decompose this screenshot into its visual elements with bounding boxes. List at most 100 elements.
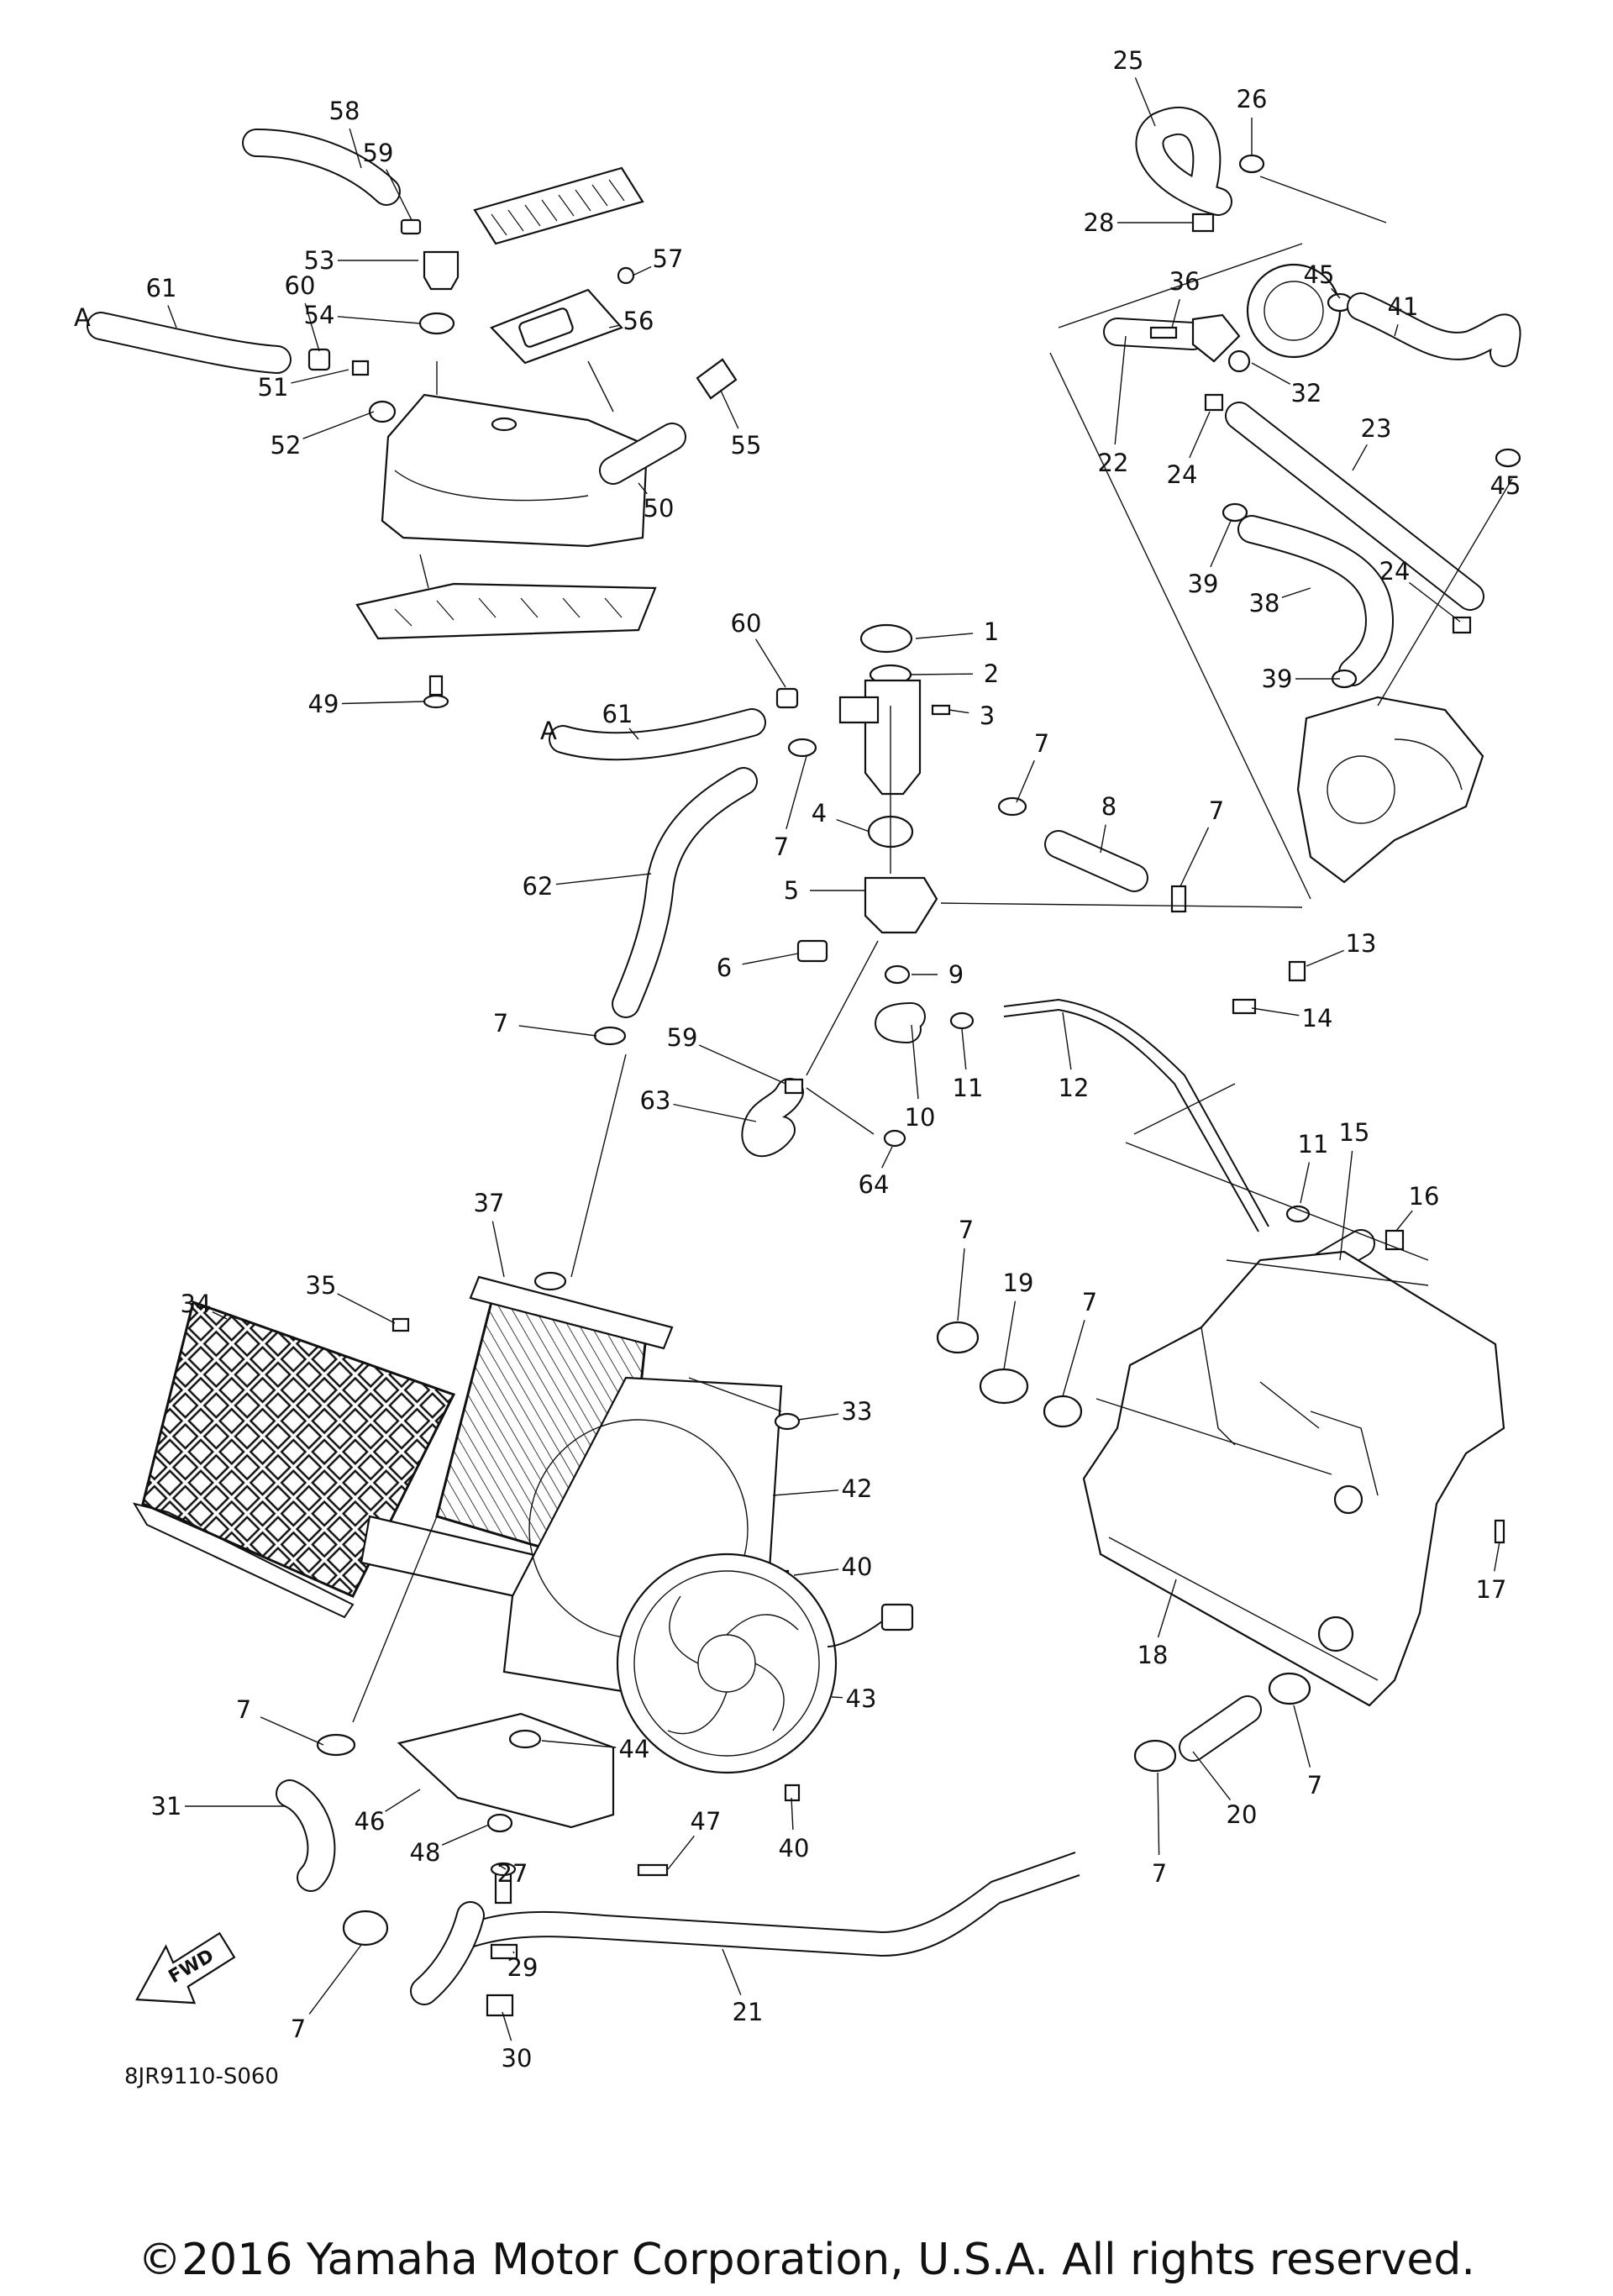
callout-7: 7 (493, 1009, 508, 1038)
callout-24: 24 (1379, 557, 1411, 586)
leader-57 (632, 265, 652, 276)
callout-28: 28 (1084, 208, 1115, 237)
leader-7 (308, 1944, 362, 2015)
callout-45: 45 (1490, 471, 1521, 500)
leader-59 (386, 169, 412, 221)
leader-40 (793, 1568, 839, 1576)
callout-3: 3 (980, 701, 995, 730)
callout-54: 54 (304, 301, 335, 329)
leader-11 (1300, 1162, 1311, 1204)
leader-15 (1339, 1150, 1353, 1261)
thermostat-group (549, 623, 1429, 1287)
callout-40: 40 (779, 1834, 810, 1863)
callout-35: 35 (306, 1271, 337, 1300)
leader-56 (608, 324, 621, 328)
leader-63 (673, 1103, 757, 1122)
callout-7: 7 (1307, 1771, 1322, 1799)
leader-18 (1157, 1579, 1177, 1638)
leader-1 (915, 633, 974, 639)
leader-40 (791, 1797, 794, 1831)
callout-47: 47 (691, 1807, 722, 1836)
leader-47 (667, 1835, 695, 1870)
leader-60 (304, 302, 320, 352)
leader-19 (1003, 1300, 1017, 1370)
callout-5: 5 (784, 876, 799, 905)
leader-3 (948, 709, 969, 714)
leader-10 (911, 1024, 919, 1100)
fwd-arrow: FWD (135, 1931, 236, 2004)
callout-31: 31 (151, 1792, 182, 1821)
water-pump-group (1049, 107, 1521, 900)
callout-39: 39 (1188, 570, 1219, 598)
callout-36: 36 (1169, 267, 1201, 296)
callout-leaders (167, 77, 1509, 2041)
leader-42 (772, 1490, 839, 1496)
callout-62: 62 (523, 872, 554, 901)
callout-64: 64 (859, 1170, 890, 1199)
leader-7 (1016, 759, 1035, 803)
reference-label-a-center: A (540, 717, 557, 745)
callout-4: 4 (812, 799, 827, 828)
leader-20 (1192, 1751, 1232, 1801)
callout-7: 7 (1209, 796, 1224, 825)
leader-17 (1494, 1541, 1500, 1572)
callout-21: 21 (733, 1998, 764, 2026)
reservoir-assembly (87, 129, 738, 709)
radiator-group (132, 1053, 1080, 2017)
leader-6 (742, 953, 799, 965)
leader-27 (496, 1863, 507, 1870)
callout-8: 8 (1101, 792, 1116, 821)
leader-43 (831, 1696, 843, 1699)
leader-49 (341, 701, 425, 705)
leader-24 (1189, 411, 1211, 459)
callout-7: 7 (1152, 1859, 1167, 1888)
leader-45 (1331, 287, 1341, 299)
leader-38 (1281, 587, 1311, 598)
leader-2 (911, 673, 974, 675)
callout-59: 59 (363, 139, 394, 167)
leader-51 (291, 369, 349, 384)
leader-32 (1251, 362, 1291, 385)
callout-61: 61 (602, 700, 633, 728)
callout-38: 38 (1249, 589, 1280, 617)
leader-61 (167, 305, 177, 328)
callout-17: 17 (1476, 1575, 1507, 1604)
callout-33: 33 (842, 1397, 873, 1426)
callout-11: 11 (953, 1074, 984, 1102)
leader-58 (349, 128, 362, 169)
callout-7: 7 (291, 2015, 306, 2043)
leader-59 (698, 1044, 786, 1085)
leader-64 (881, 1146, 893, 1169)
leader-14 (1251, 1007, 1300, 1017)
callout-63: 63 (640, 1086, 671, 1115)
callout-37: 37 (474, 1189, 505, 1217)
callout-12: 12 (1059, 1074, 1090, 1102)
callout-51: 51 (258, 373, 289, 402)
leader-11 (961, 1028, 967, 1070)
leader-13 (1306, 949, 1344, 967)
leader-12 (1062, 1011, 1072, 1070)
leader-55 (720, 390, 739, 429)
callout-14: 14 (1302, 1004, 1333, 1032)
leader-37 (491, 1221, 505, 1278)
leader-33 (797, 1413, 839, 1421)
callout-45: 45 (1304, 260, 1335, 289)
callout-58: 58 (329, 97, 360, 125)
callout-32: 32 (1291, 379, 1322, 407)
leader-36 (1171, 299, 1180, 328)
leader-7 (785, 755, 807, 829)
callout-7: 7 (236, 1695, 251, 1724)
leader-8 (1100, 824, 1106, 854)
copyright-notice: ©2016 Yamaha Motor Corporation, U.S.A. A… (138, 2235, 1475, 2285)
leader-7 (957, 1248, 965, 1321)
callout-50: 50 (644, 494, 675, 523)
callout-22: 22 (1098, 449, 1129, 477)
callout-46: 46 (355, 1807, 386, 1836)
callout-61: 61 (146, 274, 177, 302)
callout-labels: 1234567777777777891011111213141516171819… (146, 46, 1521, 2073)
reference-label-a-top: A (74, 303, 91, 332)
callout-55: 55 (731, 431, 762, 460)
callout-52: 52 (271, 431, 302, 460)
leader-7 (1062, 1320, 1085, 1397)
leader-50 (638, 482, 648, 495)
